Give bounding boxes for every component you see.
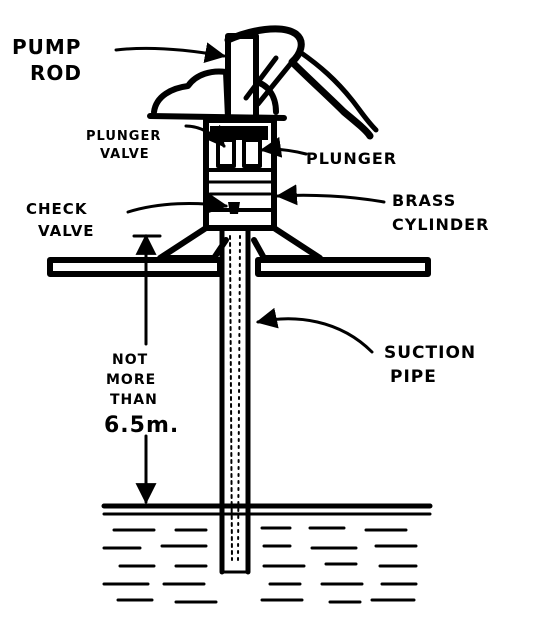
- pump-rod-pointer: [114, 42, 227, 64]
- labels: PUMP ROD PLUNGER VALVE PLUNGER BRASS CYL…: [12, 35, 489, 438]
- suction-pipe-pointer: [255, 307, 374, 354]
- label-brass-cylinder-line1: BRASS: [392, 191, 456, 210]
- plunger-valve-pointer: [184, 124, 226, 148]
- label-height-than: THAN: [110, 392, 158, 408]
- leader-lines: [114, 42, 386, 354]
- label-suction-pipe-line1: SUCTION: [384, 343, 476, 363]
- pump-handle: [224, 25, 379, 140]
- label-height-value: 6.5m.: [104, 413, 179, 438]
- label-suction-pipe-line2: PIPE: [390, 367, 437, 387]
- label-check-valve-line2: VALVE: [38, 222, 95, 240]
- label-pump-rod-line2: ROD: [30, 61, 82, 85]
- check-valve-pointer: [126, 193, 229, 214]
- label-plunger-valve-line1: PLUNGER: [86, 129, 161, 144]
- label-height-more: MORE: [106, 372, 156, 388]
- label-plunger-valve-line2: VALVE: [100, 147, 150, 162]
- label-plunger: PLUNGER: [306, 149, 397, 168]
- plunger-pointer: [259, 136, 308, 158]
- suction-pipe: [219, 225, 251, 575]
- label-brass-cylinder-line2: CYLINDER: [392, 215, 489, 234]
- height-dimension: [132, 233, 162, 505]
- pump-rod: [225, 33, 259, 123]
- water-body: [101, 503, 433, 604]
- label-height-not: NOT: [112, 352, 148, 368]
- label-check-valve-line1: CHECK: [26, 200, 88, 218]
- pump-barrel: [203, 117, 277, 231]
- brass-cylinder-pointer: [275, 184, 386, 206]
- label-pump-rod-line1: PUMP: [12, 35, 81, 59]
